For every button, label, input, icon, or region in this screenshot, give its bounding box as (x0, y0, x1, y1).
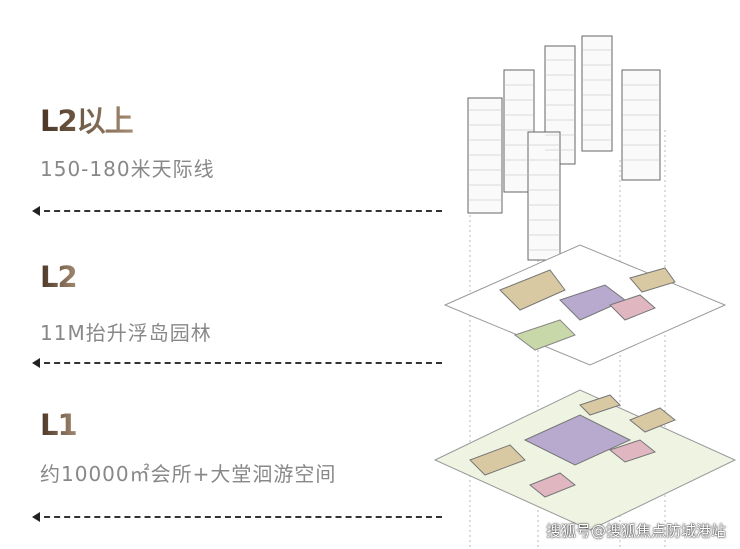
level-title-l1: L1 (40, 408, 78, 442)
level-subtitle-upper: 150-180米天际线 (40, 157, 215, 181)
tower-floor-lines (468, 49, 660, 251)
towers (467, 35, 661, 261)
dashed-arrow-l2 (32, 358, 442, 368)
dashed-arrow-l1 (32, 512, 442, 522)
exploded-axonometric-illustration (433, 35, 737, 549)
level-title-l2: L2 (40, 260, 78, 294)
watermark: 搜狐号@搜狐焦点防城港站 (546, 522, 727, 540)
level-subtitle-l2: 11M抬升浮岛园林 (40, 321, 212, 345)
level-subtitle-l1: 约10000㎡会所+大堂洄游空间 (40, 462, 337, 486)
l2-podium-plate (443, 244, 727, 366)
l1-ground-plate (433, 389, 737, 531)
level-title-upper: L2以上 (40, 98, 134, 140)
dashed-arrow-upper (32, 206, 442, 216)
